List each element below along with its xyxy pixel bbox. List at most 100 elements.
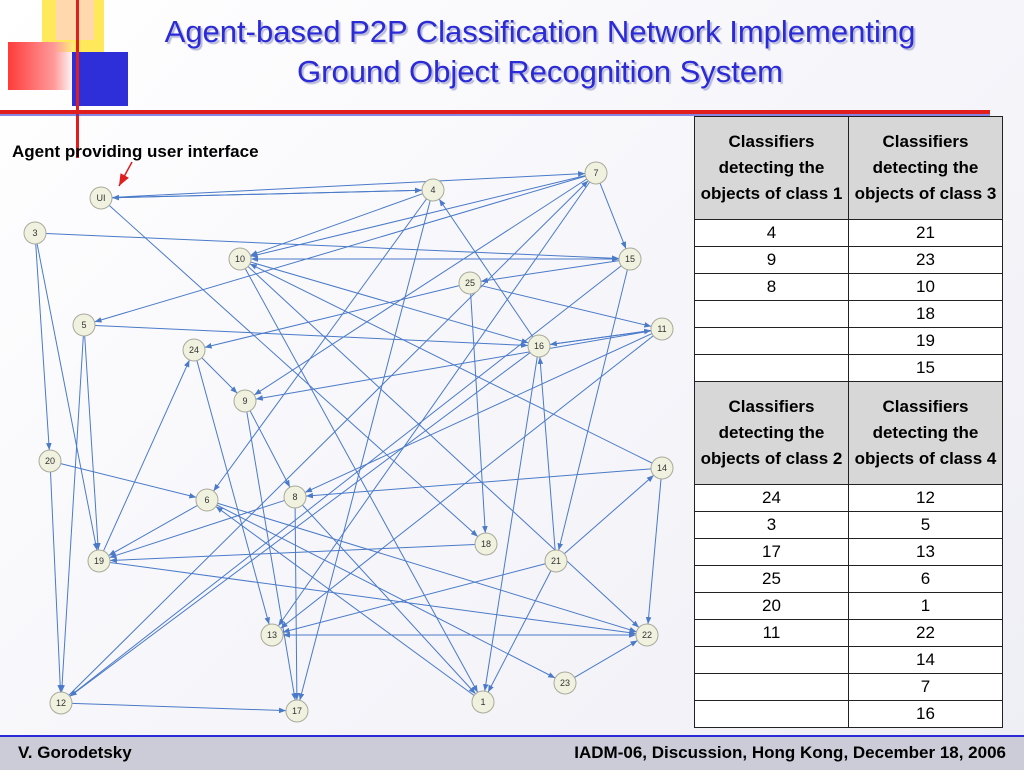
agent-node-circle [618, 247, 642, 271]
agent-node-circle [650, 456, 674, 480]
agent-node-label: 19 [94, 556, 104, 566]
edge-24-to-13 [196, 360, 270, 625]
agent-node-9: 9 [233, 389, 257, 413]
table-header-cell: Classifiers detecting the objects of cla… [848, 116, 1003, 220]
agent-node-5: 5 [72, 313, 96, 337]
edge-4-to-10 [250, 193, 423, 256]
agent-node-label: UI [97, 193, 106, 203]
table-cell: 11 [694, 619, 849, 647]
edge-5-to-19 [84, 335, 101, 551]
edge-7-to-5 [94, 175, 586, 323]
edge-25-to-11 [480, 285, 652, 328]
table-cell: 24 [694, 484, 849, 512]
agent-node-label: 20 [45, 456, 55, 466]
table-cell: 4 [694, 219, 849, 247]
table-cell: 14 [848, 646, 1003, 674]
agent-network-graph: UI13456789101112131415161718192021222324… [23, 161, 674, 723]
agent-node-12: 12 [49, 691, 73, 715]
corner-decoration-line [76, 0, 79, 158]
edge-6-to-23 [216, 504, 556, 679]
agent-node-6: 6 [195, 488, 219, 512]
agent-node-circle [474, 532, 498, 556]
edge-8-to-1 [302, 504, 476, 695]
agent-node-23: 23 [553, 671, 577, 695]
table-cell: 20 [694, 592, 849, 620]
edge-16-to-12 [69, 352, 531, 697]
edge-14-to-22 [645, 478, 662, 625]
agent-node-circle [283, 485, 307, 509]
edge-20-to-6 [60, 463, 197, 499]
agent-node-circle [23, 221, 47, 245]
corner-decoration-pink [56, 0, 94, 40]
table-row: 15 [694, 354, 1003, 382]
corner-decoration-blue [72, 52, 128, 106]
agent-node-label: 9 [242, 396, 247, 406]
edge-24-to-9 [201, 357, 238, 394]
edge-4-to-6 [213, 198, 427, 492]
table-cell: 5 [848, 511, 1003, 539]
footer-event: IADM-06, Discussion, Hong Kong, December… [574, 743, 1006, 762]
agent-node-8: 8 [283, 485, 307, 509]
agent-node-circle [38, 449, 62, 473]
footer-divider [0, 735, 1024, 737]
table-row: 16 [694, 700, 1003, 728]
slide-title: Agent-based P2P Classification Network I… [60, 12, 1020, 92]
edge-9-to-8 [249, 410, 291, 488]
edge-5-to-12 [59, 335, 84, 693]
table-cell: 15 [848, 354, 1003, 382]
agent-node-circle [650, 317, 674, 341]
edge-3-to-20 [35, 243, 52, 451]
agent-node-label: 22 [642, 630, 652, 640]
footer-author: V. Gorodetsky [18, 743, 132, 762]
edge-6-to-19 [108, 504, 198, 557]
agent-node-15: 15 [618, 247, 642, 271]
agent-node-label: 4 [430, 185, 435, 195]
table-cell: 9 [694, 246, 849, 274]
agent-node-label: 24 [189, 345, 199, 355]
slide-title-line2: Ground Object Recognition System [297, 54, 783, 89]
table-cell: 18 [848, 300, 1003, 328]
agent-node-circle [527, 334, 551, 358]
table-cell [694, 700, 849, 728]
edge-UI-to-18 [108, 204, 479, 538]
agent-node-circle [87, 549, 111, 573]
agent-node-7: 7 [584, 161, 608, 185]
agent-node-label: 8 [292, 492, 297, 502]
edge-25-to-24 [204, 285, 460, 349]
edge-12-to-7 [68, 180, 589, 696]
table-cell: 16 [848, 700, 1003, 728]
agent-node-label: 25 [465, 278, 475, 288]
table-cell: 23 [848, 246, 1003, 274]
edge-19-to-24 [103, 359, 190, 552]
agent-node-circle [421, 178, 445, 202]
ui-agent-label: Agent providing user interface [12, 142, 259, 161]
agent-node-circle [233, 389, 257, 413]
agent-node-circle [635, 623, 659, 647]
edge-6-to-22 [217, 502, 637, 633]
table-cell: 12 [848, 484, 1003, 512]
graph-edges [35, 171, 662, 714]
agent-node-17: 17 [285, 699, 309, 723]
title-divider [0, 110, 990, 114]
table-cell: 10 [848, 273, 1003, 301]
edge-9-to-17 [246, 411, 297, 701]
agent-node-circle [49, 691, 73, 715]
edge-21-to-16 [537, 356, 556, 551]
table-header-cell: Classifiers detecting the objects of cla… [694, 381, 849, 485]
footer-bar [0, 735, 1024, 770]
agent-node-10: 10 [228, 247, 252, 271]
ui-pointer-arrow [118, 161, 133, 187]
agent-node-label: 7 [593, 168, 598, 178]
edge-11-to-8 [304, 333, 653, 493]
agent-node-label: 14 [657, 463, 667, 473]
agent-node-24: 24 [182, 338, 206, 362]
table-header-cell: Classifiers detecting the objects of cla… [848, 381, 1003, 485]
agent-node-25: 25 [458, 271, 482, 295]
edge-21-to-13 [282, 563, 546, 634]
table-cell [694, 673, 849, 701]
edge-4-to-17 [298, 200, 431, 701]
agent-node-circle [544, 549, 568, 573]
